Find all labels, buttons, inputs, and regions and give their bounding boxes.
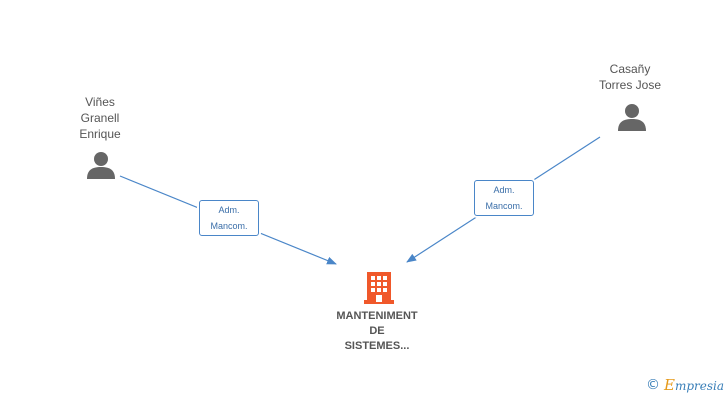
company-name[interactable]: MANTENIMENT DE SISTEMES... (336, 310, 418, 352)
person-name-casany[interactable]: Casañy Torres Jose (598, 62, 662, 92)
person-icon[interactable] (86, 150, 116, 180)
copyright-icon: © (645, 377, 660, 393)
role-badge-casany: Adm. Mancom. (474, 180, 534, 216)
building-icon[interactable] (364, 270, 394, 304)
brand-logo: Empresia (663, 376, 724, 394)
person-icon[interactable] (617, 102, 647, 132)
person-name-vines[interactable]: Viñes Granell Enrique (79, 95, 121, 141)
empresia-watermark: © Empresia (646, 376, 724, 394)
role-badge-vines: Adm. Mancom. (199, 200, 259, 236)
